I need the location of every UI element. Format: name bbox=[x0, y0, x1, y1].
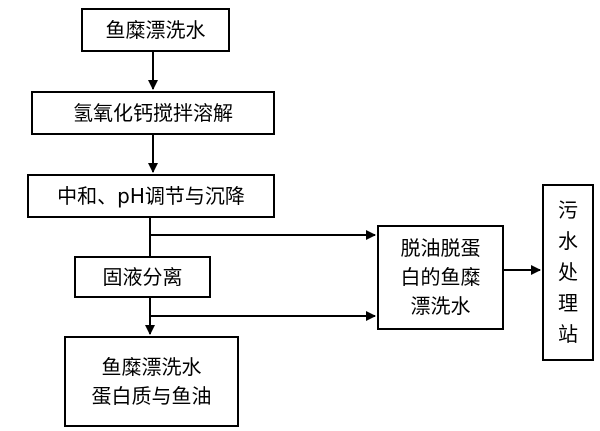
step-calcium-hydroxide-dissolution: 氢氧化钙搅拌溶解 bbox=[31, 91, 275, 135]
product-protein-and-fish-oil: 鱼糜漂洗水 蛋白质与鱼油 bbox=[64, 336, 239, 427]
effluent-line-1: 脱油脱蛋 bbox=[401, 234, 481, 263]
effluent-deoiled-deproteinized-water: 脱油脱蛋 白的鱼糜 漂洗水 bbox=[377, 225, 504, 330]
product-line-2: 蛋白质与鱼油 bbox=[92, 382, 212, 411]
plant-char-4: 理 bbox=[558, 288, 578, 319]
plant-char-3: 处 bbox=[558, 257, 578, 288]
product-line-1: 鱼糜漂洗水 bbox=[102, 353, 202, 382]
plant-char-1: 污 bbox=[558, 195, 578, 226]
plant-char-5: 站 bbox=[558, 319, 578, 350]
step-fish-surimi-rinse-water: 鱼糜漂洗水 bbox=[81, 8, 230, 52]
step-calcium-hydroxide-dissolution-label: 氢氧化钙搅拌溶解 bbox=[73, 99, 233, 128]
wastewater-treatment-plant: 污 水 处 理 站 bbox=[542, 184, 594, 361]
effluent-line-3: 漂洗水 bbox=[411, 292, 471, 321]
step-solid-liquid-separation: 固液分离 bbox=[74, 256, 211, 298]
effluent-line-2: 白的鱼糜 bbox=[401, 263, 481, 292]
step-neutralization-ph-sedimentation: 中和、pH调节与沉降 bbox=[27, 174, 275, 218]
step-neutralization-ph-sedimentation-label: 中和、pH调节与沉降 bbox=[57, 182, 245, 211]
step-solid-liquid-separation-label: 固液分离 bbox=[103, 263, 183, 292]
plant-char-2: 水 bbox=[558, 226, 578, 257]
step-fish-surimi-rinse-water-label: 鱼糜漂洗水 bbox=[106, 16, 206, 45]
